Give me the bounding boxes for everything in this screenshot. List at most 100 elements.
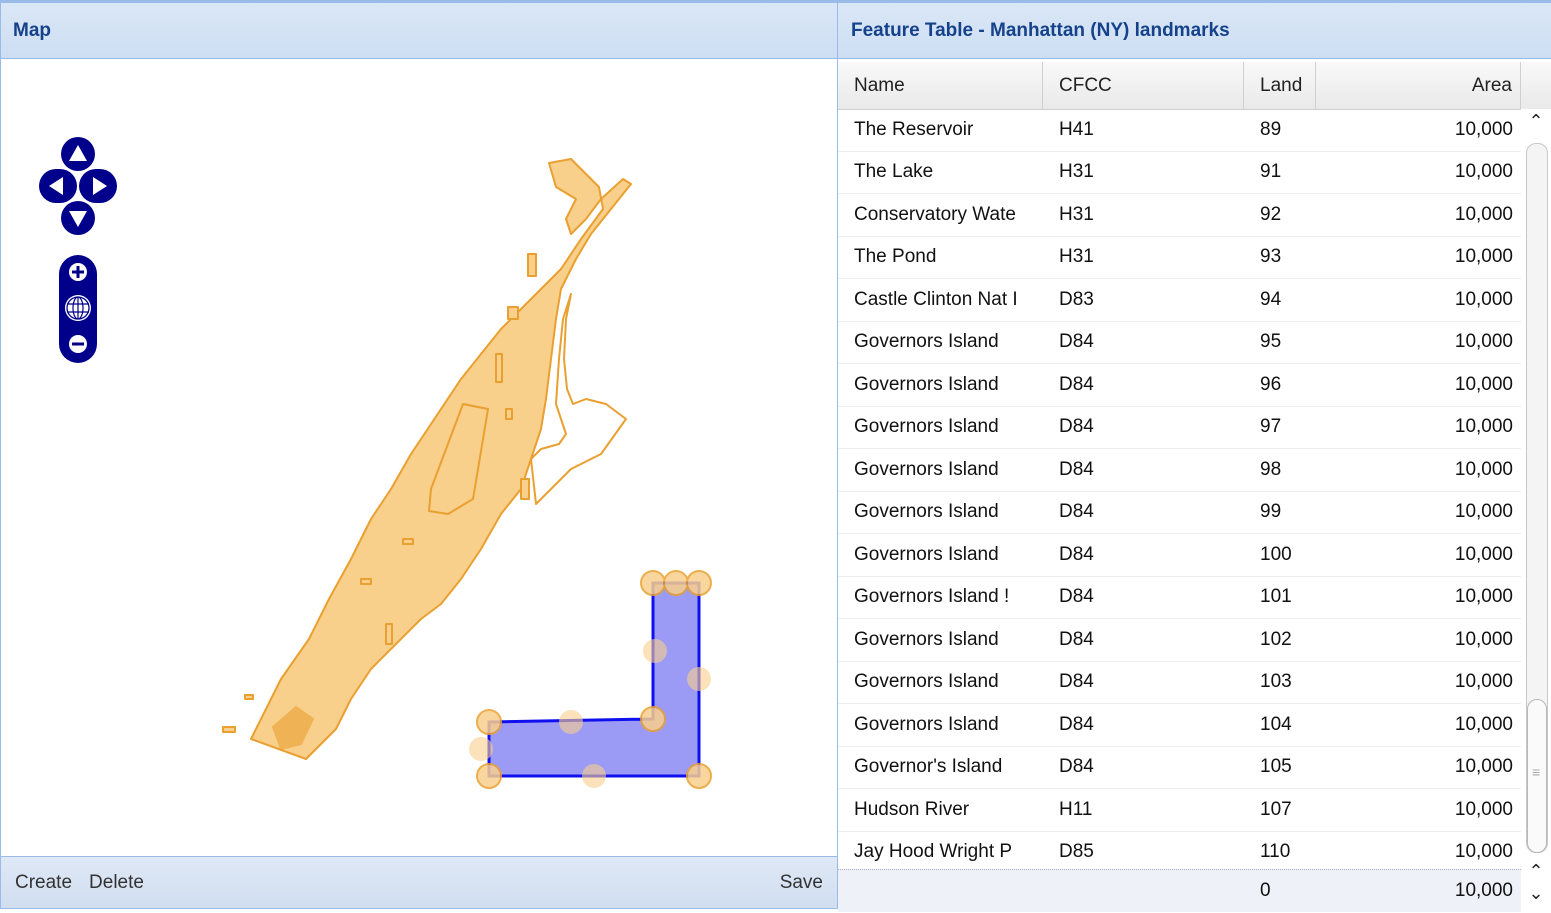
delete-button[interactable]: Delete — [89, 871, 144, 893]
cell-land: 100 — [1260, 543, 1292, 565]
cell-area: 10,000 — [1454, 246, 1513, 268]
scroll-up-icon[interactable]: ⌃ — [1528, 111, 1544, 131]
scrollbar-thumb[interactable]: ≡ — [1527, 699, 1547, 853]
landmark-small-7 — [244, 694, 254, 700]
vertex-handle — [686, 763, 712, 789]
summary-cfcc-cell — [1043, 870, 1244, 912]
landmark-small-4 — [402, 538, 414, 545]
central-park-polygon — [428, 403, 489, 515]
cell-land: 91 — [1260, 161, 1282, 183]
cell-cfcc: D84 — [1059, 628, 1094, 650]
column-header-name[interactable]: Name — [838, 62, 1043, 109]
midpoint-handle — [582, 764, 606, 788]
scroll-down-icon[interactable]: ⌄ — [1528, 883, 1544, 903]
cell-cfcc: D84 — [1059, 713, 1094, 735]
cell-area: 10,000 — [1454, 288, 1513, 310]
vertex-handle — [476, 709, 502, 735]
scrollbar-track[interactable]: ≡ — [1526, 143, 1548, 853]
map-toolbar: Create Delete Save — [1, 856, 837, 908]
cell-cfcc: D84 — [1059, 373, 1094, 395]
create-button[interactable]: Create — [15, 871, 73, 893]
cell-area: 10,000 — [1454, 756, 1513, 778]
cell-cfcc: H31 — [1059, 203, 1094, 225]
cell-land: 105 — [1260, 756, 1292, 778]
cell-name: Hudson River — [854, 798, 970, 820]
battery-park-polygon — [272, 706, 314, 750]
cell-land: 98 — [1260, 458, 1282, 480]
table-panel-header: Feature Table - Manhattan (NY) landmarks — [838, 3, 1551, 59]
zoom-world-icon[interactable] — [65, 295, 91, 321]
landmark-small-8 — [222, 726, 236, 733]
pan-left-icon[interactable] — [39, 169, 77, 203]
map-panel-title: Map — [13, 19, 51, 41]
selected-feature[interactable] — [469, 570, 712, 789]
column-header-area[interactable]: Area — [1316, 62, 1521, 109]
cell-land: 110 — [1260, 841, 1291, 863]
cell-area: 10,000 — [1454, 841, 1513, 863]
save-button[interactable]: Save — [779, 871, 823, 893]
zoom-in-icon[interactable] — [69, 263, 87, 281]
selected-polygon — [487, 581, 701, 778]
cell-name: The Lake — [854, 161, 934, 183]
cell-name: Castle Clinton Nat I — [854, 288, 1018, 310]
landmark-small-10 — [520, 478, 530, 500]
midpoint-handle — [643, 639, 667, 663]
cell-cfcc: D84 — [1059, 416, 1094, 438]
cell-area: 10,000 — [1454, 118, 1513, 140]
cell-name: Governors Island — [854, 373, 999, 395]
pan-up-icon[interactable] — [61, 137, 95, 171]
cell-name: Governors Island — [854, 458, 999, 480]
cell-land: 97 — [1260, 416, 1282, 438]
manhattan-landmark-polygon — [250, 158, 632, 760]
zoom-out-icon[interactable] — [69, 335, 87, 353]
cell-name: Governors Island — [854, 628, 999, 650]
cell-cfcc: D84 — [1059, 501, 1094, 523]
column-header-land[interactable]: Land — [1244, 62, 1316, 109]
map-features[interactable] — [11, 59, 837, 859]
cell-name: Jay Hood Wright P — [854, 841, 1013, 863]
table-scrollbar[interactable]: ⌃ ≡ ⌃ ⌄ — [1521, 109, 1551, 912]
cell-land: 93 — [1260, 246, 1282, 268]
cell-cfcc: H11 — [1059, 798, 1093, 820]
pan-right-icon[interactable] — [79, 169, 117, 203]
pan-down-icon[interactable] — [61, 201, 95, 235]
cell-area: 10,000 — [1454, 586, 1513, 608]
cell-name: Governors Island — [854, 671, 999, 693]
cell-area: 10,000 — [1454, 798, 1513, 820]
cell-area: 10,000 — [1454, 203, 1513, 225]
scroll-up-icon[interactable]: ⌃ — [1528, 861, 1544, 881]
cell-area: 10,000 — [1454, 713, 1513, 735]
table-header-row: Name CFCC Land Area — [838, 62, 1551, 110]
cell-land: 89 — [1260, 118, 1282, 140]
east-river-outline — [530, 293, 627, 505]
cell-area: 10,000 — [1454, 416, 1513, 438]
landmark-small-5 — [360, 578, 372, 585]
cell-area: 10,000 — [1454, 543, 1513, 565]
midpoint-handle — [469, 737, 493, 761]
cell-name: Governors Island ! — [854, 586, 1010, 608]
cell-land: 103 — [1260, 671, 1292, 693]
summary-land-cell: 0 — [1260, 880, 1271, 901]
column-header-cfcc[interactable]: CFCC — [1043, 62, 1244, 109]
cell-name: Governors Island — [854, 713, 999, 735]
map-canvas[interactable] — [11, 59, 837, 859]
